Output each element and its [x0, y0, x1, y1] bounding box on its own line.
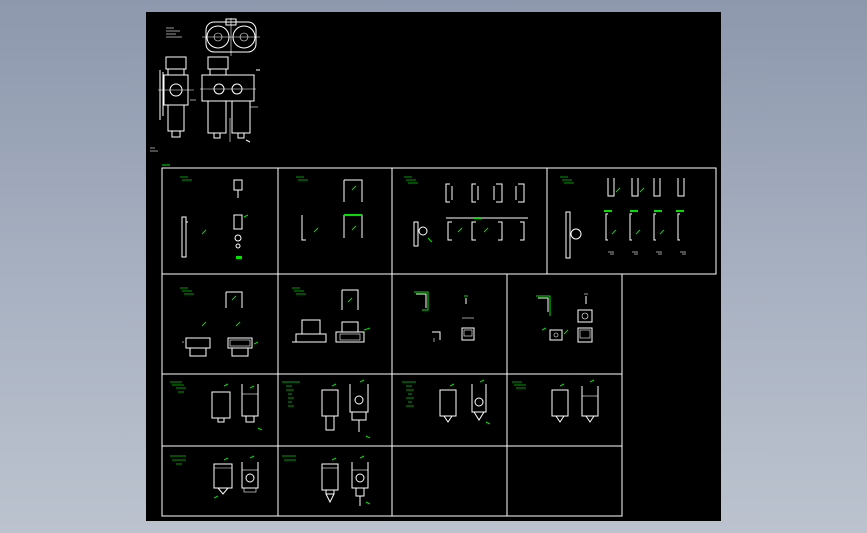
- sheet-7-drawing: [414, 291, 475, 342]
- assembly-title-note: [166, 27, 182, 38]
- sheet-14-drawing: [282, 455, 371, 506]
- assembly-side-view: [158, 56, 196, 138]
- assembly-side-note: [150, 147, 158, 152]
- sheet-4-drawing: [560, 176, 686, 259]
- sheet-frames: [161, 167, 717, 517]
- sheet-2-drawing: [296, 176, 363, 241]
- sheet-11-drawing: [402, 379, 491, 425]
- sheet-10-drawing: [282, 379, 371, 439]
- sheet-3-drawing: [404, 176, 528, 247]
- main-assembly-view: [150, 18, 260, 166]
- sheet-9-drawing: [170, 381, 263, 431]
- sheet-13-drawing: [170, 455, 259, 499]
- assembly-front-view: [200, 56, 260, 143]
- sheet-1-drawing: [180, 176, 249, 259]
- sheet-5-drawing: [180, 287, 259, 357]
- assembly-top-view: [202, 18, 260, 56]
- sheet-6-drawing: [292, 287, 371, 343]
- sheet-8-drawing: [536, 293, 593, 343]
- cad-drawing: [150, 18, 717, 517]
- cad-viewport[interactable]: [146, 12, 721, 521]
- sheet-12-drawing: [512, 379, 599, 423]
